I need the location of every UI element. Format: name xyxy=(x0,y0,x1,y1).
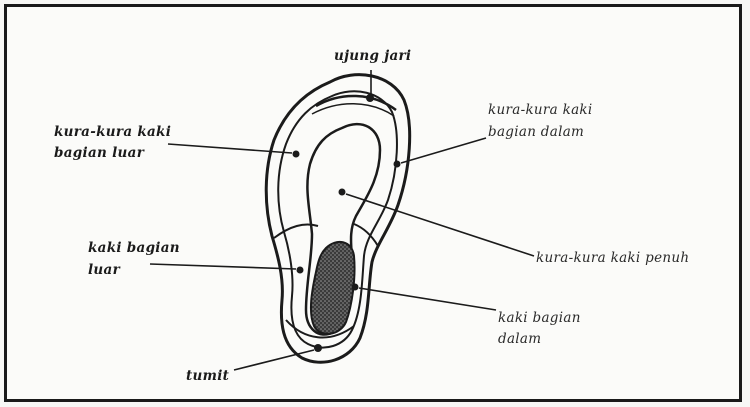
dot-kaki-dalam xyxy=(352,284,359,291)
dot-kura-luar xyxy=(293,151,300,158)
label-kaki-dalam-line1: kaki bagian xyxy=(498,310,581,326)
label-kura-luar-line2: bagian luar xyxy=(54,145,145,161)
leader-kaki-luar xyxy=(150,264,296,269)
leader-kaki-dalam xyxy=(359,288,496,310)
label-kura-dalam-line2: bagian dalam xyxy=(488,124,584,140)
label-kaki-luar-line1: kaki bagian xyxy=(88,240,180,256)
dot-kura-dalam xyxy=(394,161,401,168)
label-kaki-dalam-line2: dalam xyxy=(498,331,541,347)
leader-tumit xyxy=(234,350,314,370)
dot-kura-penuh xyxy=(339,189,346,196)
label-kaki-luar-line2: luar xyxy=(88,262,121,278)
label-kura-luar-line1: kura-kura kaki xyxy=(54,124,171,140)
label-tumit: tumit xyxy=(186,368,230,384)
leader-kura-penuh xyxy=(346,194,534,256)
label-ujung-jari: ujung jari xyxy=(334,48,411,64)
label-kura-penuh: kura-kura kaki penuh xyxy=(536,250,689,266)
label-kura-dalam-line1: kura-kura kaki xyxy=(488,102,593,118)
dot-tumit xyxy=(314,344,322,352)
toe-arch-2 xyxy=(312,104,394,116)
leader-kura-dalam xyxy=(401,138,486,163)
dot-ujung-jari xyxy=(366,94,374,102)
dot-kaki-luar xyxy=(297,267,304,274)
stippled-pad xyxy=(311,242,355,334)
